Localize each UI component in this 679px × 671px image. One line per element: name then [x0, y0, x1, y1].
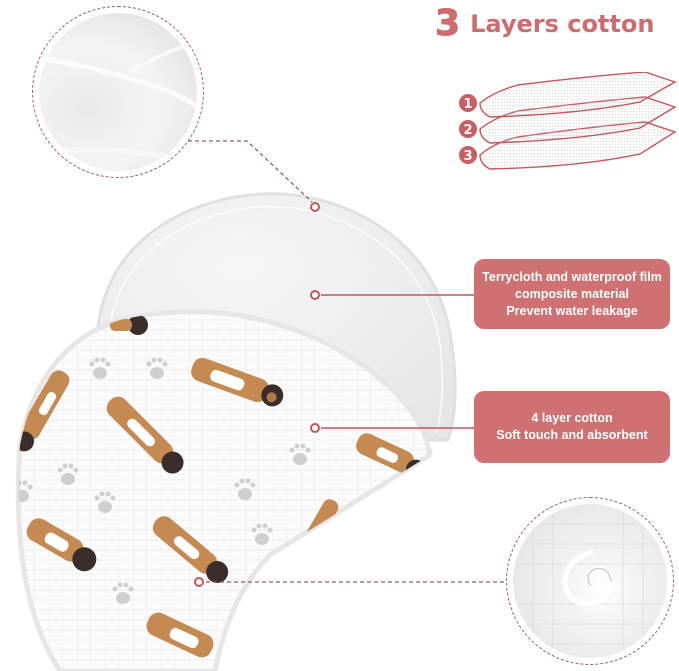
svg-text:2: 2 — [463, 123, 472, 138]
pin-marker-icon — [194, 577, 204, 587]
title-number: 3 — [434, 3, 461, 44]
muslin-texture-image — [513, 504, 667, 658]
pin-marker-icon — [310, 290, 320, 300]
layer-1 — [479, 72, 677, 118]
badge-3-icon: 3 — [457, 144, 479, 166]
callout-line: Terrycloth and waterproof film — [482, 269, 662, 284]
callout-line: composite material — [515, 286, 629, 301]
badge-1-icon: 1 — [457, 92, 479, 114]
svg-text:1: 1 — [463, 97, 472, 112]
terrycloth-texture-image — [39, 13, 197, 171]
callout-4-layer-cotton: 4 layer cotton Soft touch and absorbent — [474, 391, 670, 463]
bib-front-muslin — [15, 309, 433, 671]
product-title: 3 Layers cotton — [434, 3, 655, 44]
callout-line: 4 layer cotton — [531, 411, 613, 425]
detail-circle-terrycloth — [32, 6, 204, 178]
svg-text:3: 3 — [463, 149, 472, 164]
pin-marker-icon — [310, 202, 320, 212]
badge-2-icon: 2 — [457, 118, 479, 140]
paw-print-icon — [18, 357, 311, 604]
boxer-dog-illustration — [18, 315, 426, 658]
detail-circle-muslin — [506, 497, 674, 665]
callout-line: Soft touch and absorbent — [496, 428, 648, 442]
callout-line: Prevent water leakage — [506, 303, 638, 318]
layers-diagram: 1 2 3 — [457, 72, 677, 170]
callout-terrycloth-film: Terrycloth and waterproof film composite… — [474, 259, 670, 329]
title-text: Layers cotton — [470, 10, 655, 38]
pin-marker-icon — [310, 423, 320, 433]
